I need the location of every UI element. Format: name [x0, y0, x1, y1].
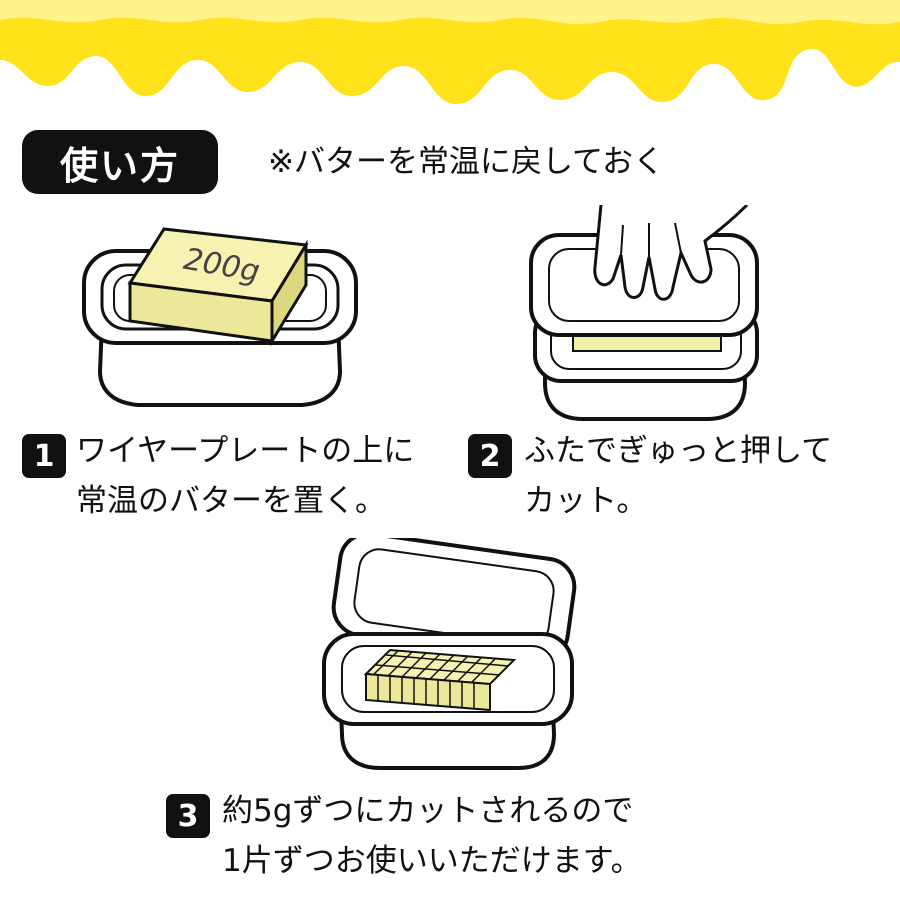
illustration-sliced-butter — [322, 538, 577, 770]
room-temperature-note: ※バターを常温に戻しておく — [268, 144, 665, 180]
step-2-number: 2 — [468, 434, 512, 478]
illustration-press-lid — [529, 205, 759, 421]
step-3-text: 約5gずつにカットされるので 1片ずつお使いいただけます。 — [222, 786, 642, 886]
illustration-butter-in-case: 200g — [82, 227, 358, 407]
step-3-line-1: 約5gずつにカットされるので — [222, 793, 634, 829]
usage-title-badge: 使い方 — [22, 130, 218, 194]
step-1-number: 1 — [22, 434, 66, 478]
step-1-line-1: ワイヤープレートの上に — [76, 433, 415, 469]
step-1-line-2: 常温のバターを置く。 — [76, 483, 386, 519]
step-1-text: ワイヤープレートの上に 常温のバターを置く。 — [76, 426, 414, 526]
step-2-text: ふたでぎゅっと押して カット。 — [524, 426, 832, 526]
butter-drip-decoration — [0, 0, 900, 104]
step-3-line-2: 1片ずつお使いいただけます。 — [222, 843, 642, 879]
step-3-number: 3 — [166, 794, 210, 838]
step-2-line-1: ふたでぎゅっと押して — [524, 433, 833, 469]
step-2-line-2: カット。 — [524, 483, 648, 519]
usage-title: 使い方 — [59, 143, 180, 188]
